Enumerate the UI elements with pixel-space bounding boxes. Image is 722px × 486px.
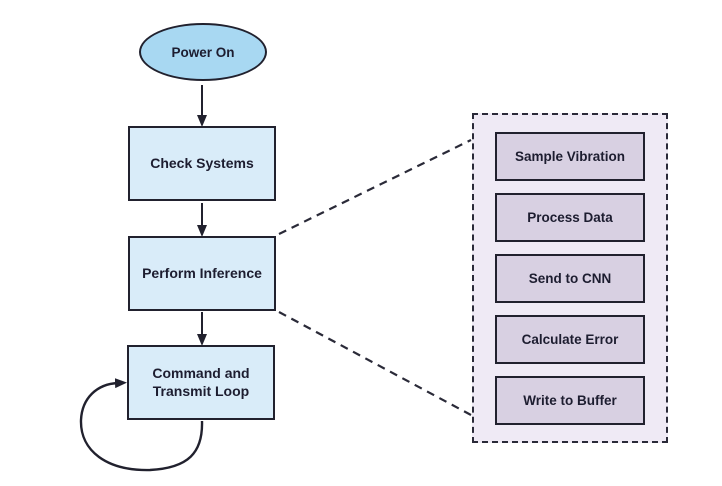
- node-power-on-label: Power On: [171, 44, 235, 60]
- subprocess-step-write-to-buffer: Write to Buffer: [495, 376, 645, 425]
- node-check-systems: Check Systems: [128, 126, 276, 201]
- subprocess-step-label: Send to CNN: [528, 271, 612, 286]
- node-power-on: Power On: [139, 23, 267, 81]
- subprocess-panel: Sample Vibration Process Data Send to CN…: [472, 113, 668, 443]
- subprocess-step-label: Sample Vibration: [514, 149, 626, 164]
- node-command-transmit-loop: Command and Transmit Loop: [127, 345, 275, 420]
- subprocess-step-sample-vibration: Sample Vibration: [495, 132, 645, 181]
- node-perform-inference: Perform Inference: [128, 236, 276, 311]
- dashed-expansion-line-bottom: [278, 311, 472, 416]
- node-command-transmit-loop-label: Command and Transmit Loop: [152, 365, 250, 399]
- subprocess-step-send-to-cnn: Send to CNN: [495, 254, 645, 303]
- node-check-systems-label: Check Systems: [150, 154, 254, 171]
- dashed-expansion-line-top: [278, 139, 472, 235]
- subprocess-step-calculate-error: Calculate Error: [495, 315, 645, 364]
- node-perform-inference-label: Perform Inference: [142, 264, 262, 281]
- self-loop-arrow: [79, 378, 204, 472]
- subprocess-step-label: Write to Buffer: [523, 393, 617, 408]
- subprocess-step-process-data: Process Data: [495, 193, 645, 242]
- subprocess-step-label: Calculate Error: [521, 332, 619, 347]
- subprocess-step-label: Process Data: [527, 210, 613, 225]
